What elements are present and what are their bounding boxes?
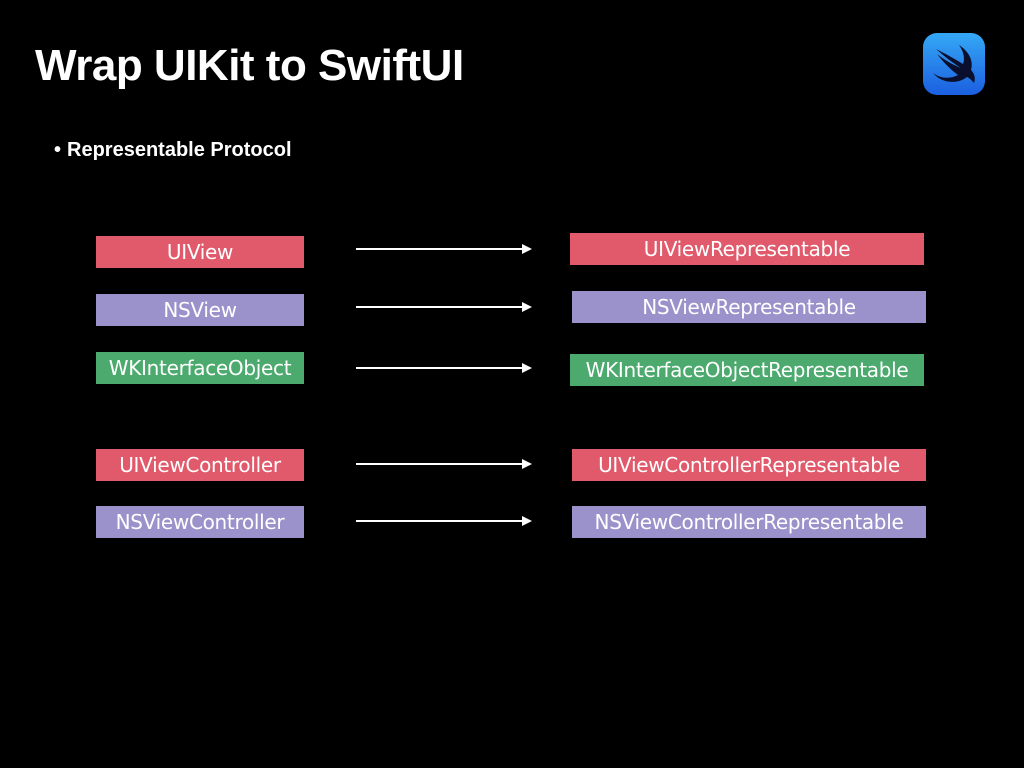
target-box-label: NSViewRepresentable	[642, 295, 856, 319]
swift-logo-icon	[923, 33, 985, 95]
target-box-nsviewrepresentable: NSViewRepresentable	[572, 291, 926, 323]
source-box-uiviewcontroller: UIViewController	[96, 449, 304, 481]
source-box-label: NSView	[163, 298, 237, 322]
bullet-text: Representable Protocol	[67, 139, 292, 161]
target-box-wkinterfaceobjectrepresentable: WKInterfaceObjectRepresentable	[570, 354, 924, 386]
source-box-label: WKInterfaceObject	[108, 356, 292, 380]
source-box-uiview: UIView	[96, 236, 304, 268]
arrow-right-icon	[356, 244, 532, 254]
bullet-marker: •	[54, 139, 62, 161]
slide-title: Wrap UIKit to SwiftUI	[35, 41, 464, 90]
target-box-uiviewrepresentable: UIViewRepresentable	[570, 233, 924, 265]
arrow-right-icon	[356, 516, 532, 526]
source-box-nsview: NSView	[96, 294, 304, 326]
target-box-nsviewcontrollerrepresentable: NSViewControllerRepresentable	[572, 506, 926, 538]
source-box-label: NSViewController	[115, 510, 285, 534]
target-box-label: NSViewControllerRepresentable	[594, 510, 904, 534]
bullet-item: •Representable Protocol	[54, 138, 292, 162]
arrow-right-icon	[356, 302, 532, 312]
source-box-label: UIViewController	[119, 453, 281, 477]
source-box-label: UIView	[166, 240, 234, 264]
target-box-label: WKInterfaceObjectRepresentable	[585, 358, 909, 382]
arrow-right-icon	[356, 459, 532, 469]
source-box-nsviewcontroller: NSViewController	[96, 506, 304, 538]
target-box-label: UIViewControllerRepresentable	[598, 453, 900, 477]
target-box-label: UIViewRepresentable	[643, 237, 851, 261]
source-box-wkinterfaceobject: WKInterfaceObject	[96, 352, 304, 384]
arrow-right-icon	[356, 363, 532, 373]
target-box-uiviewcontrollerrepresentable: UIViewControllerRepresentable	[572, 449, 926, 481]
